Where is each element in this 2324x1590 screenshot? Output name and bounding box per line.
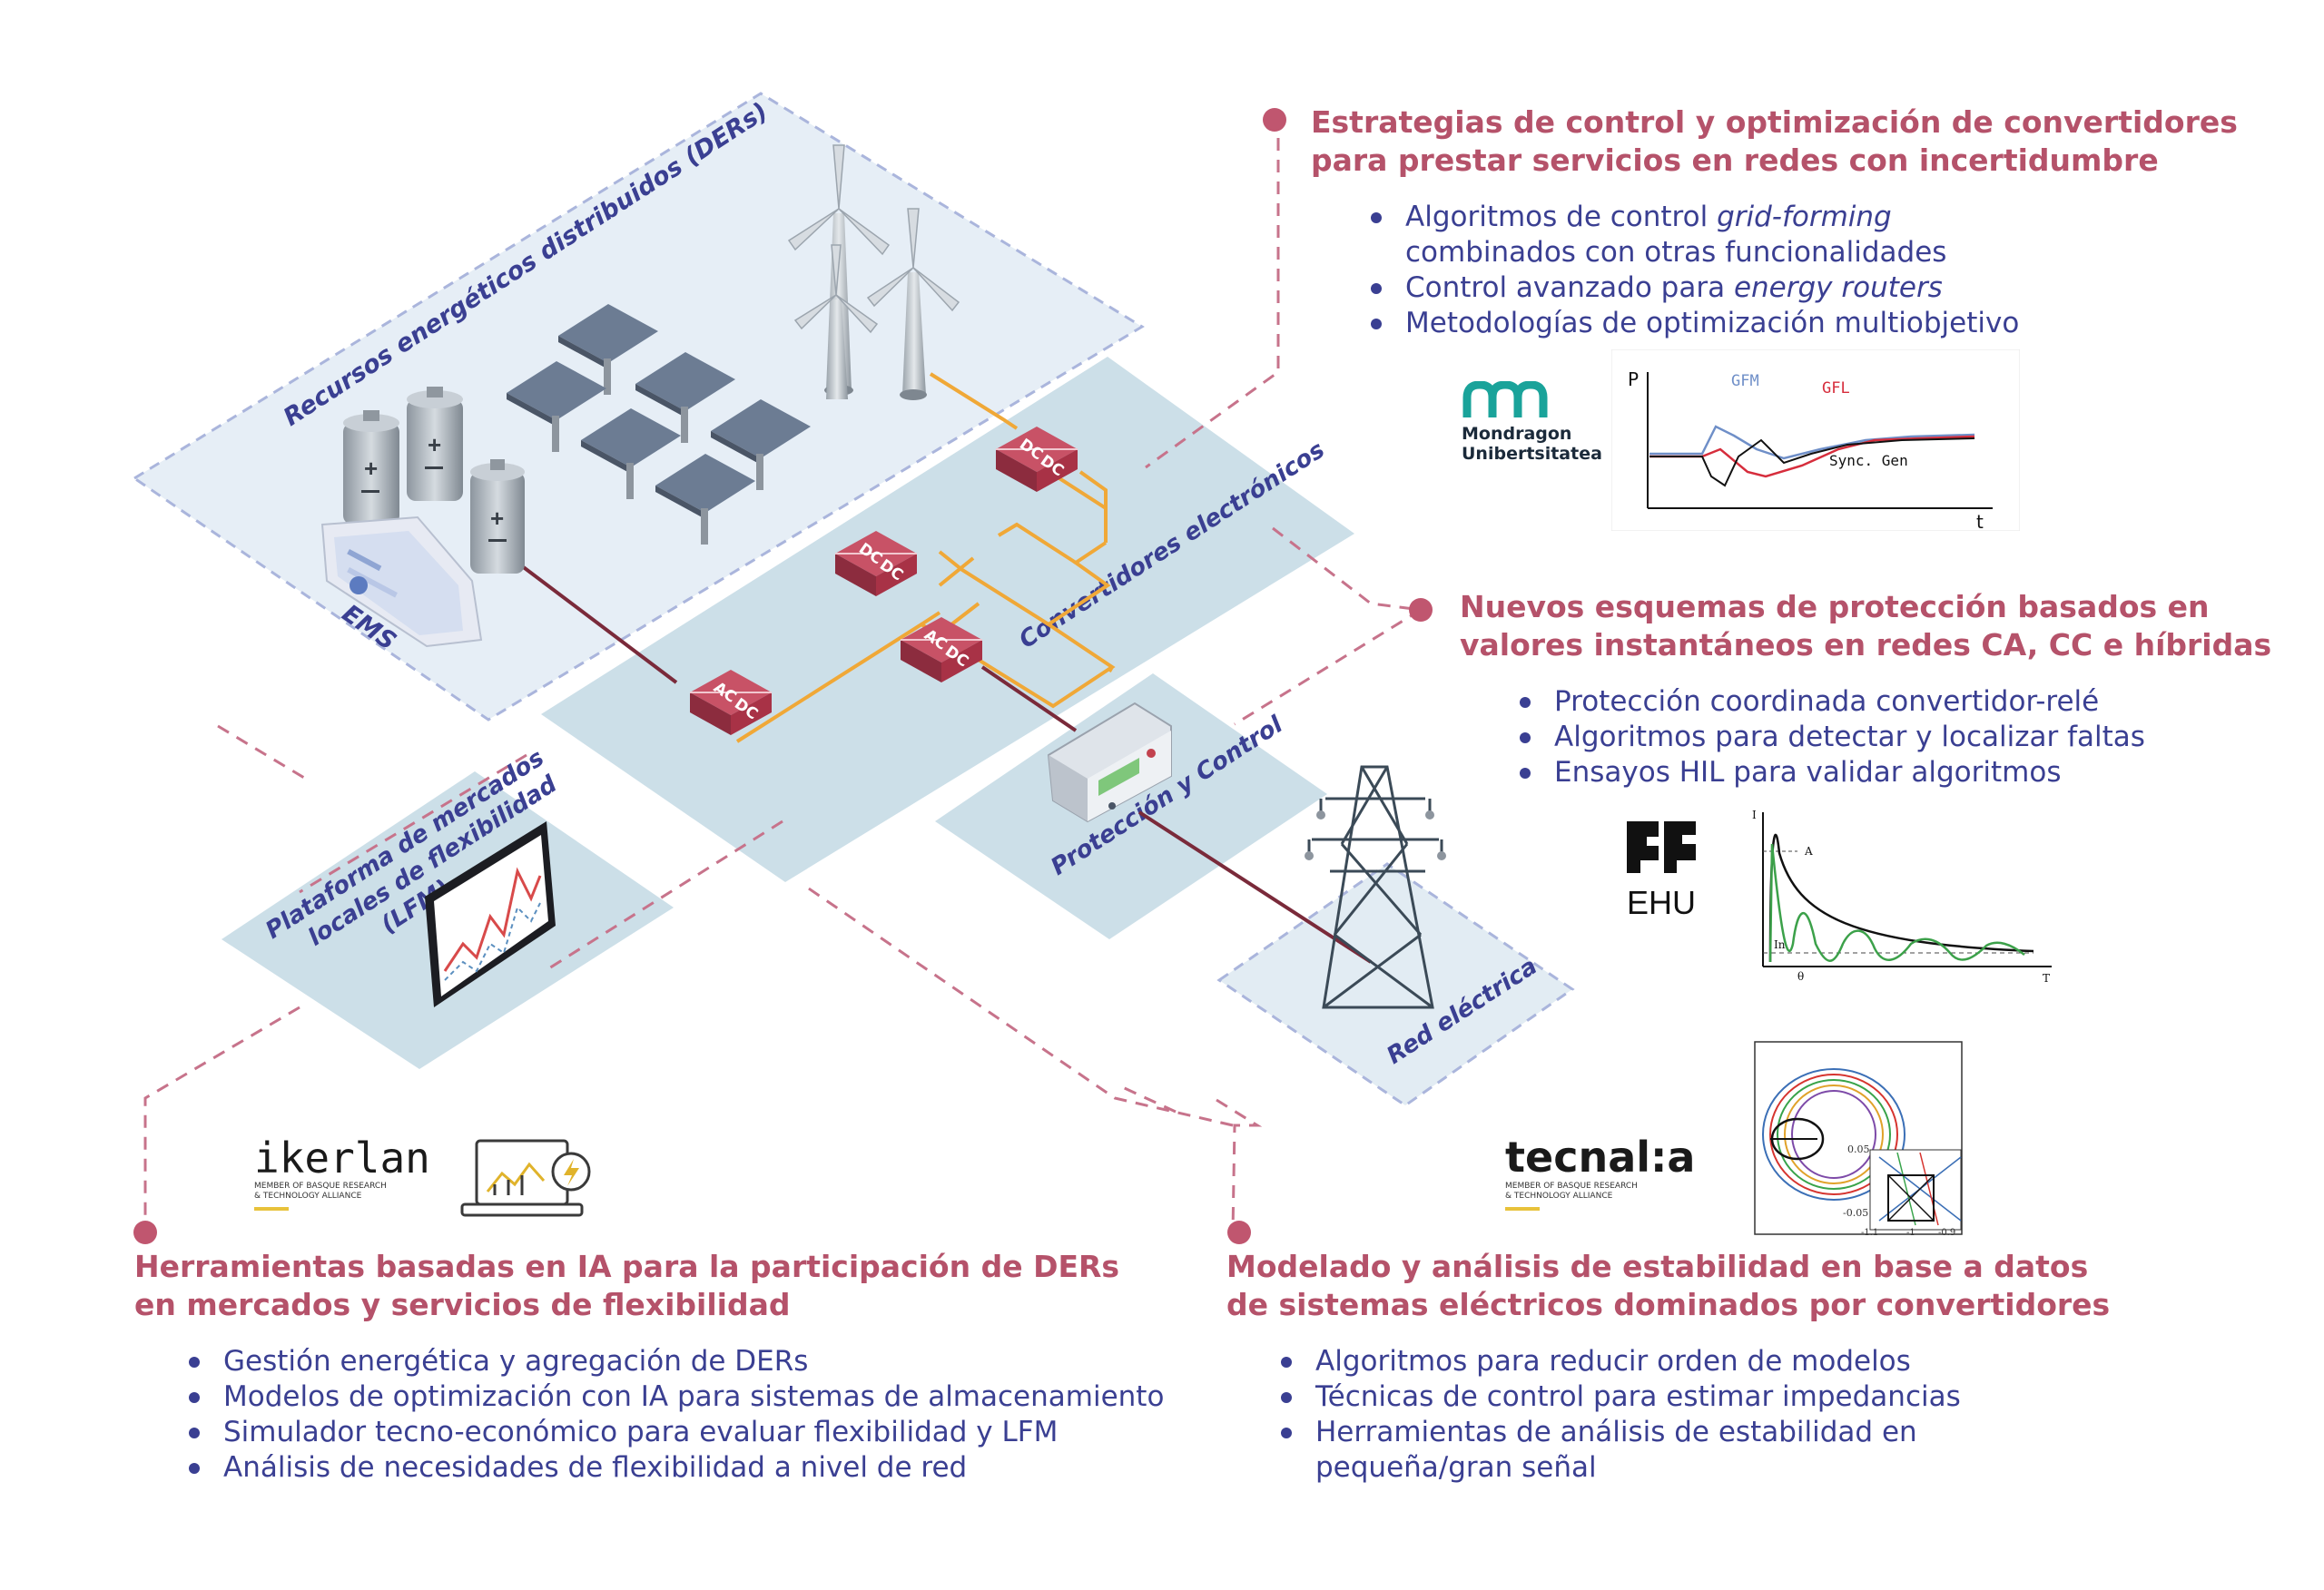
mondragon-mark-icon — [1462, 380, 1548, 417]
bullet-icon — [1371, 212, 1382, 223]
bullet-icon — [1520, 732, 1531, 743]
tower-insulators — [1305, 810, 1446, 860]
connector-dots — [133, 108, 1433, 1244]
section-ai-tools: Herramientas basadas en IA para la parti… — [134, 1248, 1164, 1486]
protection-platform — [935, 673, 1327, 939]
bullet-icon — [1281, 1392, 1292, 1403]
tecnalia-logo: tecnal:a MEMBER OF BASQUE RESEARCH & TEC… — [1505, 1133, 1723, 1211]
dark-ac-links — [516, 561, 1373, 964]
svg-text:0.05: 0.05 — [1847, 1143, 1870, 1155]
bullet-icon — [1520, 768, 1531, 779]
bullet-icon — [189, 1357, 200, 1368]
converter-ac-dc-right: AC DC — [901, 617, 982, 682]
svg-text:t: t — [1976, 511, 1984, 531]
list-item: Protección coordinada convertidor-relé — [1514, 684, 2271, 720]
converter-dc-dc-top: DC DC — [996, 427, 1078, 492]
battery-icon: + + + — [343, 387, 525, 574]
transmission-tower-icon — [1307, 765, 1443, 1009]
gfm-gfl-response-plot: P t GFM GFL Sync. Gen — [1611, 349, 2020, 531]
svg-text:-0.05: -0.05 — [1843, 1207, 1868, 1219]
svg-text:θ: θ — [1797, 970, 1804, 983]
svg-text:-1.1: -1.1 — [1861, 1228, 1878, 1238]
list-item: Metodologías de optimización multiobjeti… — [1365, 306, 2238, 341]
list-item: Modelos de optimización con IA para sist… — [183, 1379, 1164, 1415]
section-protection-schemes: Nuevos esquemas de protección basados en… — [1460, 588, 2271, 790]
section-title: Estrategias de control y optimización de… — [1311, 104, 2238, 178]
impedance-stability-plot: 0.05 -0.05 -1.1 -1 -0.9 — [1754, 1041, 1963, 1238]
bullet-icon — [189, 1392, 200, 1403]
converter-dc-dc-middle: DC DC — [835, 531, 917, 596]
svg-text:GFL: GFL — [1822, 379, 1850, 398]
svg-text:+: + — [428, 431, 441, 458]
converters-platform — [541, 357, 1354, 882]
svg-text:-1: -1 — [1906, 1228, 1915, 1238]
svg-text:T: T — [2043, 972, 2050, 985]
ehu-mark-icon — [1627, 821, 1696, 873]
solar-panels-icon — [507, 304, 811, 545]
bullet-icon — [1281, 1357, 1292, 1368]
svg-text:Sync. Gen: Sync. Gen — [1829, 452, 1908, 469]
tecnalia-underline — [1505, 1207, 1540, 1211]
wind-turbines-icon — [787, 144, 960, 400]
fault-current-plot: I T A In θ — [1752, 809, 2052, 985]
bullet-list: Gestión energética y agregación de DERs … — [183, 1344, 1164, 1486]
section-title: Herramientas basadas en IA para la parti… — [134, 1249, 1120, 1322]
list-item: Algoritmos para detectar y localizar fal… — [1514, 720, 2271, 755]
ems-computer-icon — [320, 515, 483, 648]
bullet-icon — [189, 1428, 200, 1438]
laptop-chart-icon — [460, 1139, 591, 1217]
svg-text:+: + — [490, 505, 504, 532]
protection-relay-icon — [1047, 702, 1172, 823]
bullet-icon — [1371, 283, 1382, 294]
svg-text:+: + — [364, 455, 378, 482]
list-item: Simulador tecno-económico para evaluar f… — [183, 1415, 1164, 1450]
section-stability-modeling: Modelado y análisis de estabilidad en ba… — [1226, 1248, 2110, 1486]
lfm-tablet-icon — [425, 821, 556, 1007]
ehu-logo: EHU — [1616, 817, 1707, 921]
list-item: Herramientas de análisis de estabilidad … — [1275, 1415, 2110, 1486]
connector-lines — [143, 116, 1422, 1233]
section-control-strategies: Estrategias de control y optimización de… — [1311, 103, 2238, 341]
list-item: Control avanzado para energy routers — [1365, 270, 2238, 306]
mondragon-logo: Mondragon Unibertsitatea — [1462, 380, 1607, 464]
grid-platform — [1216, 862, 1575, 1107]
section-title: Nuevos esquemas de protección basados en… — [1460, 589, 2272, 662]
bullet-icon — [1281, 1428, 1292, 1438]
svg-text:A: A — [1804, 845, 1813, 858]
svg-text:GFM: GFM — [1731, 372, 1759, 390]
converter-ac-dc-left: AC DC — [690, 670, 772, 735]
bullet-list: Algoritmos para reducir orden de modelos… — [1275, 1344, 2110, 1486]
bullet-list: Protección coordinada convertidor-relé A… — [1514, 684, 2271, 790]
list-item: Algoritmos para reducir orden de modelos — [1275, 1344, 2110, 1379]
svg-text:P: P — [1628, 368, 1639, 390]
ikerlan-underline — [254, 1207, 289, 1211]
bullet-icon — [189, 1463, 200, 1474]
list-item: Ensayos HIL para validar algoritmos — [1514, 755, 2271, 790]
list-item: Análisis de necesidades de flexibilidad … — [183, 1450, 1164, 1486]
bullet-icon — [1520, 697, 1531, 708]
ikerlan-logo: ikerlan MEMBER OF BASQUE RESEARCH & TECH… — [254, 1134, 454, 1211]
list-item: Técnicas de control para estimar impedan… — [1275, 1379, 2110, 1415]
svg-text:-0.9: -0.9 — [1938, 1228, 1955, 1238]
bullet-icon — [1371, 319, 1382, 329]
svg-text:I: I — [1752, 809, 1757, 821]
section-title: Modelado y análisis de estabilidad en ba… — [1226, 1249, 2111, 1322]
list-item: Gestión energética y agregación de DERs — [183, 1344, 1164, 1379]
svg-text:In: In — [1774, 938, 1786, 951]
